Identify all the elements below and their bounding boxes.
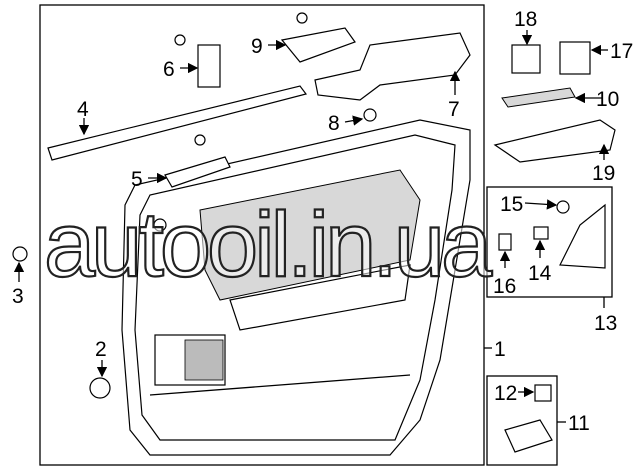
callout-16: 16	[493, 275, 516, 298]
callout-15: 15	[500, 193, 523, 216]
armrest-7	[314, 32, 471, 101]
callout-5: 5	[131, 168, 143, 191]
callout-2: 2	[95, 338, 107, 361]
clip-2	[89, 377, 111, 399]
callout-7: 7	[448, 98, 460, 121]
switch-bezel-19	[493, 119, 616, 163]
clip-3	[12, 246, 28, 262]
callout-19: 19	[592, 162, 615, 185]
callout-8: 8	[328, 112, 340, 135]
watermark: autooil.in.ua	[44, 194, 493, 296]
bezel-13	[559, 203, 606, 269]
group-13-frame	[486, 186, 613, 298]
nut-12	[534, 384, 552, 402]
bracket	[164, 156, 231, 188]
screw	[296, 12, 308, 24]
leader-lines	[13, 30, 610, 423]
callout-12: 12	[494, 382, 517, 405]
callout-11: 11	[568, 412, 590, 435]
callout-9: 9	[251, 35, 263, 58]
door-trim-panel	[121, 119, 471, 456]
module-9	[280, 27, 356, 63]
clip-15	[556, 200, 570, 214]
screw	[194, 134, 206, 146]
switch-6	[197, 44, 221, 88]
clip-14	[533, 226, 549, 240]
callout-6: 6	[163, 58, 175, 81]
bracket-11	[504, 419, 553, 453]
pad-10	[501, 87, 576, 108]
callout-13: 13	[594, 312, 617, 335]
callout-18: 18	[514, 8, 537, 31]
clip-8	[363, 108, 377, 122]
callout-10: 10	[596, 88, 619, 111]
main-assembly-frame	[39, 4, 485, 466]
belt-molding-strip	[47, 85, 308, 161]
clip-16	[498, 233, 512, 251]
group-11-frame	[486, 375, 558, 466]
screw	[174, 34, 186, 46]
callout-4: 4	[77, 98, 89, 121]
callout-3: 3	[12, 285, 24, 308]
switch-18	[511, 44, 541, 74]
callout-14: 14	[528, 262, 552, 285]
callout-17: 17	[610, 40, 633, 63]
switch-17	[559, 41, 591, 75]
callout-1: 1	[494, 338, 506, 361]
